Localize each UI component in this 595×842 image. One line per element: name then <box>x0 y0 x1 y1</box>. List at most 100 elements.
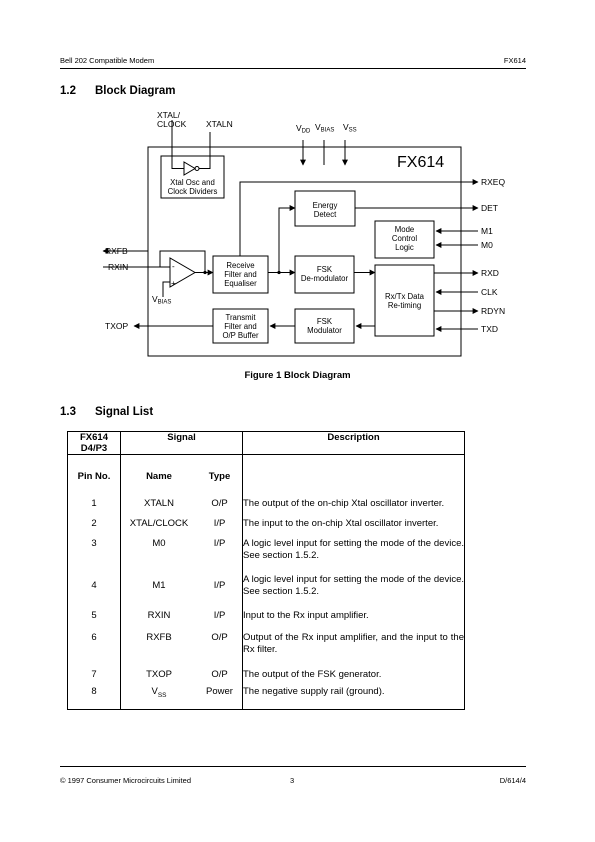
transmit-label-2: Filter and <box>224 322 257 331</box>
description-cell: The output of the FSK generator. <box>242 656 465 681</box>
pin-label-vdd: VDD <box>296 123 311 135</box>
footer-rule <box>60 766 526 767</box>
name-cell: VSS <box>120 681 197 710</box>
inverter-symbol <box>183 161 196 176</box>
type-cell: I/P <box>197 530 243 562</box>
type-cell: I/P <box>197 598 243 622</box>
pin-cell: 7 <box>67 656 121 681</box>
fsk-demod-label-2: De-modulator <box>301 274 349 283</box>
pin-cell: 5 <box>67 598 121 622</box>
energy-label-2: Detect <box>314 210 337 219</box>
pin-cell: 1 <box>67 490 121 510</box>
receive-label-2: Filter and <box>224 270 257 279</box>
pin-label-txop: TXOP <box>105 321 128 331</box>
subheader-description <box>242 454 465 490</box>
pin-label-m1: M1 <box>481 226 493 236</box>
pin-cell: 8 <box>67 681 121 710</box>
transmit-label-3: O/P Buffer <box>222 331 259 340</box>
type-cell: Power <box>197 681 243 710</box>
table-row: 6 RXFB O/P Output of the Rx input amplif… <box>67 622 465 656</box>
table-row: 4 M1 I/P A logic level input for setting… <box>67 562 465 598</box>
opamp-minus: - <box>172 262 175 271</box>
subheader-name: Name <box>120 454 197 490</box>
table-subheader-row: Pin No. Name Type <box>67 454 465 490</box>
rxtx-label-1: Rx/Tx Data <box>385 292 425 301</box>
pin-label-rxfb: RXFB <box>105 246 128 256</box>
section-number: 1.2 <box>60 85 76 97</box>
pin-label-xtaln: XTALN <box>206 119 233 129</box>
description-cell: Output of the Rx input amplifier, and th… <box>242 622 465 656</box>
name-cell: M1 <box>120 562 197 598</box>
pin-label-xtal-clock-line2: CLOCK <box>157 119 187 129</box>
section-title: Signal List <box>95 406 154 418</box>
block-diagram: FX614 XTAL/ CLOCK XTALN VDD VBIAS VSS Xt… <box>102 110 505 357</box>
page-number: 3 <box>290 776 295 785</box>
subheader-pin: Pin No. <box>67 454 121 490</box>
pin-cell: 4 <box>67 562 121 598</box>
pin-label-vss: VSS <box>343 122 357 134</box>
mode-label-1: Mode <box>395 225 415 234</box>
mode-label-3: Logic <box>395 243 414 252</box>
pin-label-det: DET <box>481 203 498 213</box>
energy-label-1: Energy <box>313 201 338 210</box>
chip-name: FX614 <box>397 154 444 171</box>
rx-input-amplifier <box>169 257 196 288</box>
mode-control-block <box>374 220 435 259</box>
description-cell: The input to the on-chip Xtal oscillator… <box>242 510 465 530</box>
table-row: 3 M0 I/P A logic level input for setting… <box>67 530 465 562</box>
footer-copyright: © 1997 Consumer Microcircuits Limited <box>60 776 191 785</box>
type-cell: O/P <box>197 490 243 510</box>
running-header-title: Bell 202 Compatible Modem <box>60 56 155 65</box>
type-cell: I/P <box>197 562 243 598</box>
pin-label-rxd: RXD <box>481 268 499 278</box>
type-cell: I/P <box>197 510 243 530</box>
name-cell: XTAL/CLOCK <box>120 510 197 530</box>
header-package: FX614 D4/P3 <box>67 431 121 455</box>
name-cell: XTALN <box>120 490 197 510</box>
header-package-line1: FX614 <box>80 432 108 443</box>
receive-label-1: Receive <box>226 261 254 270</box>
description-cell: A logic level input for setting the mode… <box>242 530 465 562</box>
description-cell: A logic level input for setting the mode… <box>242 562 465 598</box>
description-cell: The output of the on-chip Xtal oscillato… <box>242 490 465 510</box>
header-signal: Signal <box>120 431 243 455</box>
rxtx-label-2: Re-timing <box>388 301 421 310</box>
mode-label-2: Control <box>392 234 417 243</box>
name-cell: M0 <box>120 530 197 562</box>
type-cell: O/P <box>197 622 243 656</box>
xtal-osc-label-2: Clock Dividers <box>168 187 218 196</box>
table-row: 8 VSS Power The negative supply rail (gr… <box>67 681 465 710</box>
pin-label-m0: M0 <box>481 240 493 250</box>
receive-label-3: Equaliser <box>224 279 257 288</box>
pin-label-clk: CLK <box>481 287 498 297</box>
section-heading-block-diagram: 1.2 Block Diagram <box>60 85 176 97</box>
footer-doc-number: D/614/4 <box>499 776 526 785</box>
pin-label-xtal-clock-line1: XTAL/ <box>157 110 181 120</box>
pin-label-rxeq: RXEQ <box>481 177 505 187</box>
header-package-line2: D4/P3 <box>80 443 108 454</box>
running-header-part-number: FX614 <box>503 56 526 65</box>
pin-cell: 2 <box>67 510 121 530</box>
description-cell: Input to the Rx input amplifier. <box>242 598 465 622</box>
xtal-osc-block <box>160 155 225 199</box>
table-row: 1 XTALN O/P The output of the on-chip Xt… <box>67 490 465 510</box>
table-header-row: FX614 D4/P3 Signal Description <box>67 431 465 455</box>
table-row: 2 XTAL/CLOCK I/P The input to the on-chi… <box>67 510 465 530</box>
table-row: 7 TXOP O/P The output of the FSK generat… <box>67 656 465 681</box>
section-title: Block Diagram <box>95 85 176 97</box>
pin-label-rdyn: RDYN <box>481 306 505 316</box>
pin-cell: 6 <box>67 622 121 656</box>
fsk-mod-label-1: FSK <box>317 317 333 326</box>
name-cell: RXFB <box>120 622 197 656</box>
opamp-plus: + <box>171 279 176 288</box>
description-cell: The negative supply rail (ground). <box>242 681 465 710</box>
name-cell: TXOP <box>120 656 197 681</box>
pin-cell: 3 <box>67 530 121 562</box>
type-cell: O/P <box>197 656 243 681</box>
header-rule <box>60 68 526 69</box>
pin-label-vbias: VBIAS <box>315 122 334 134</box>
name-cell: RXIN <box>120 598 197 622</box>
fsk-demod-label-1: FSK <box>317 265 333 274</box>
pin-label-rxin: RXIN <box>108 262 128 272</box>
